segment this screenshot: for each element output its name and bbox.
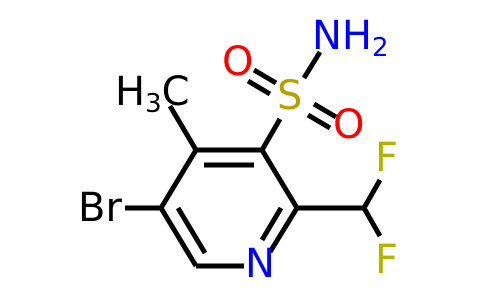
bond-c3-s (259, 117, 283, 152)
atom-fluorine-bottom: F (375, 237, 398, 283)
bond-c4-ch3 (167, 104, 199, 152)
bond-s-o2-a (312, 101, 338, 120)
bond-c4-c5 (158, 148, 199, 210)
bond-c5-c6 (158, 206, 199, 268)
bond-s-o1-b (246, 78, 272, 97)
bond-c-f1 (361, 178, 383, 210)
bond-c5-c6-inner (175, 206, 208, 255)
substituent-bonds (125, 50, 383, 238)
bond-s-o2-b (306, 112, 332, 131)
atom-oxygen-right: O (333, 102, 364, 148)
atom-nitrogen: N (245, 241, 275, 287)
atom-oxygen-left: O (222, 39, 253, 85)
methyl-c: C (162, 69, 190, 115)
methyl-subscript: 3 (145, 89, 162, 119)
atom-methyl: H3C (115, 69, 190, 119)
atom-amine: NH2 (312, 13, 389, 63)
bond-s-nh2 (301, 50, 323, 80)
amine-label: NH (312, 13, 372, 59)
ring-bonds (158, 147, 300, 269)
bond-c-f2 (361, 206, 383, 238)
amine-subscript: 2 (372, 33, 389, 63)
atom-bromine: Br (78, 185, 122, 231)
bond-s-o1-a (252, 67, 278, 86)
atom-fluorine-top: F (375, 135, 398, 181)
bond-n-c2-inner (259, 206, 284, 242)
atom-labels: Br N S O O NH2 F F H3C (78, 13, 398, 287)
bond-n-c2 (267, 206, 300, 254)
methyl-h: H (115, 69, 145, 115)
bond-c2-c3 (259, 148, 300, 210)
atom-sulfur: S (277, 73, 302, 119)
